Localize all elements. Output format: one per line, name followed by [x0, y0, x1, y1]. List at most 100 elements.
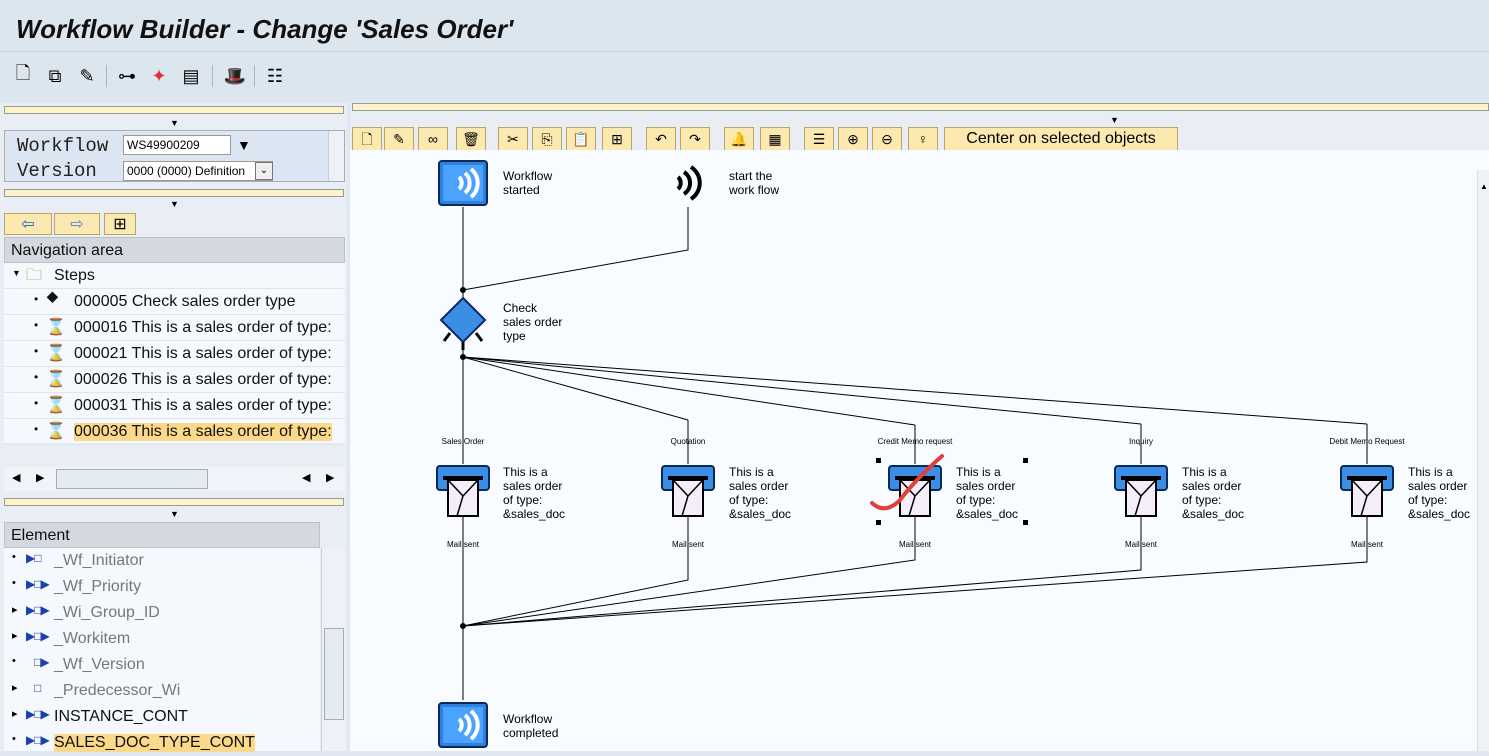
outcome-label: Mail sent: [898, 540, 932, 549]
list-icon[interactable]: ☷: [266, 65, 284, 86]
mail-step-icon: [436, 465, 490, 517]
edit-icon[interactable]: ✎: [79, 65, 95, 86]
tree-item[interactable]: •⌛000031 This is a sales order of type:: [4, 393, 345, 419]
collapsed-panel-bar[interactable]: [4, 106, 344, 114]
collapsed-panel-bar[interactable]: [4, 498, 344, 506]
delete-icon[interactable]: 🗑: [456, 127, 486, 151]
branch-label: Inquiry: [1128, 437, 1154, 446]
overview-button[interactable]: ⊞: [104, 213, 136, 235]
link-icon[interactable]: ∞: [418, 127, 448, 151]
mail-step-icon: ⌛: [46, 319, 66, 336]
mail-step-icon: ⌛: [46, 397, 66, 414]
dropdown-arrow-icon[interactable]: ▼: [237, 137, 251, 153]
center-on-selected-objects-button[interactable]: Center on selected objects: [944, 127, 1178, 151]
canvas-scrollbar[interactable]: ▲: [1477, 170, 1489, 751]
tree-item-selected[interactable]: •⌛000036 This is a sales order of type:: [4, 419, 345, 445]
scroll-thumb[interactable]: [56, 469, 208, 489]
pencil-icon[interactable]: ✎: [384, 127, 414, 151]
forward-button[interactable]: ⇨: [54, 213, 100, 235]
tree-item[interactable]: •⌛000016 This is a sales order of type:: [4, 315, 345, 341]
element-header: Element: [4, 522, 320, 548]
expand-icon[interactable]: ▼: [12, 268, 21, 278]
copy-icon[interactable]: ⧉: [48, 65, 62, 86]
element-item[interactable]: •▶□_Wf_Initiator: [12, 551, 144, 569]
outcome-label: Mail sent: [446, 540, 480, 549]
overview-icon[interactable]: ☰: [804, 127, 834, 151]
layout-icon[interactable]: ▦: [760, 127, 790, 151]
zoom-in-icon[interactable]: ⊕: [838, 127, 868, 151]
branch-label: Credit Memo request: [877, 437, 953, 446]
element-scrollbar[interactable]: [321, 548, 345, 751]
back-button[interactable]: ⇦: [4, 213, 52, 235]
condition-icon: ⯁: [46, 291, 59, 308]
branch-label: Quotation: [670, 437, 706, 446]
version-select[interactable]: 0000 (0000) Definition: [123, 161, 273, 181]
element-item-selected[interactable]: •▶□▶SALES_DOC_TYPE_CONT: [12, 733, 255, 752]
workflow-field[interactable]: WS49900209: [123, 135, 231, 155]
workflow-diagram: [436, 159, 1394, 749]
branch-label: Debit Memo Request: [1329, 437, 1405, 446]
display-icon[interactable]: ▤: [182, 65, 200, 86]
start-event-icon: [676, 165, 702, 201]
element-item[interactable]: •□▶_Wf_Version: [12, 655, 145, 673]
mail-step-icon: [888, 465, 942, 517]
cut-icon[interactable]: ✂: [498, 127, 528, 151]
tree-node-label: Steps: [54, 267, 95, 284]
collapse-arrow-icon[interactable]: ▼: [1110, 115, 1119, 125]
collapse-arrow-icon[interactable]: ▼: [170, 509, 179, 519]
element-item[interactable]: ▸▶□▶_Wi_Group_ID: [12, 603, 160, 621]
structure-icon[interactable]: ⊶: [118, 65, 136, 86]
tree-item[interactable]: •⯁000005 Check sales order type: [4, 289, 345, 315]
collapsed-panel-bar[interactable]: [4, 189, 344, 197]
element-item[interactable]: •▶□▶_Wf_Priority: [12, 577, 142, 595]
hat-icon[interactable]: 🎩: [223, 65, 247, 86]
bell-icon[interactable]: 🔔: [724, 127, 754, 151]
paste-icon[interactable]: 📋: [566, 127, 596, 151]
tree-item[interactable]: •⌛000026 This is a sales order of type:: [4, 367, 345, 393]
zoom-out-icon[interactable]: ⊖: [872, 127, 902, 151]
tree-item[interactable]: •⌛000021 This is a sales order of type:: [4, 341, 345, 367]
insert-icon[interactable]: ⊞: [602, 127, 632, 151]
outcome-label: Mail sent: [671, 540, 705, 549]
mail-step-icon: ⌛: [46, 371, 66, 388]
folder-icon: 🗀: [26, 267, 43, 284]
main-toolbar: 🗋 ⧉ ✎ ⊶ ✦ ▤ 🎩 ☷: [0, 53, 1489, 101]
outcome-label: Mail sent: [1350, 540, 1384, 549]
new-icon[interactable]: 🗋: [15, 63, 31, 83]
tree-node-steps[interactable]: ▼ 🗀 Steps: [4, 263, 345, 289]
element-item[interactable]: ▸▶□▶INSTANCE_CONT: [12, 707, 188, 725]
element-item[interactable]: ▸□_Predecessor_Wi: [12, 681, 181, 699]
activate-icon[interactable]: ✦: [151, 65, 167, 86]
mail-step-icon: [1114, 465, 1168, 517]
collapsed-panel-bar[interactable]: [352, 103, 1489, 111]
condition-icon: [439, 296, 487, 350]
element-list: •▶□_Wf_Initiator •▶□▶_Wf_Priority ▸▶□▶_W…: [4, 548, 320, 752]
copy-icon[interactable]: ⎘: [532, 127, 562, 151]
header-scrollbar[interactable]: [328, 131, 344, 181]
person-icon[interactable]: ♀: [908, 127, 938, 151]
version-label: Version: [17, 160, 97, 182]
element-item[interactable]: ▸▶□▶_Workitem: [12, 629, 131, 647]
chevron-down-icon[interactable]: ⌄: [255, 162, 273, 180]
redo-icon[interactable]: ↷: [680, 127, 710, 151]
undo-icon[interactable]: ↶: [646, 127, 676, 151]
horizontal-scrollbar[interactable]: ◀▶ ◀▶: [4, 467, 345, 491]
mail-step-icon: [661, 465, 715, 517]
mail-step-icon: ⌛: [46, 345, 66, 362]
collapse-arrow-icon[interactable]: ▼: [170, 118, 179, 128]
new-step-icon[interactable]: 🗋: [352, 127, 382, 151]
mail-step-icon: ⌛: [46, 423, 66, 440]
collapse-arrow-icon[interactable]: ▼: [170, 199, 179, 209]
workflow-header: Workflow WS49900209 ▼ Version 0000 (0000…: [4, 130, 345, 182]
workflow-completed-icon: [437, 701, 489, 749]
